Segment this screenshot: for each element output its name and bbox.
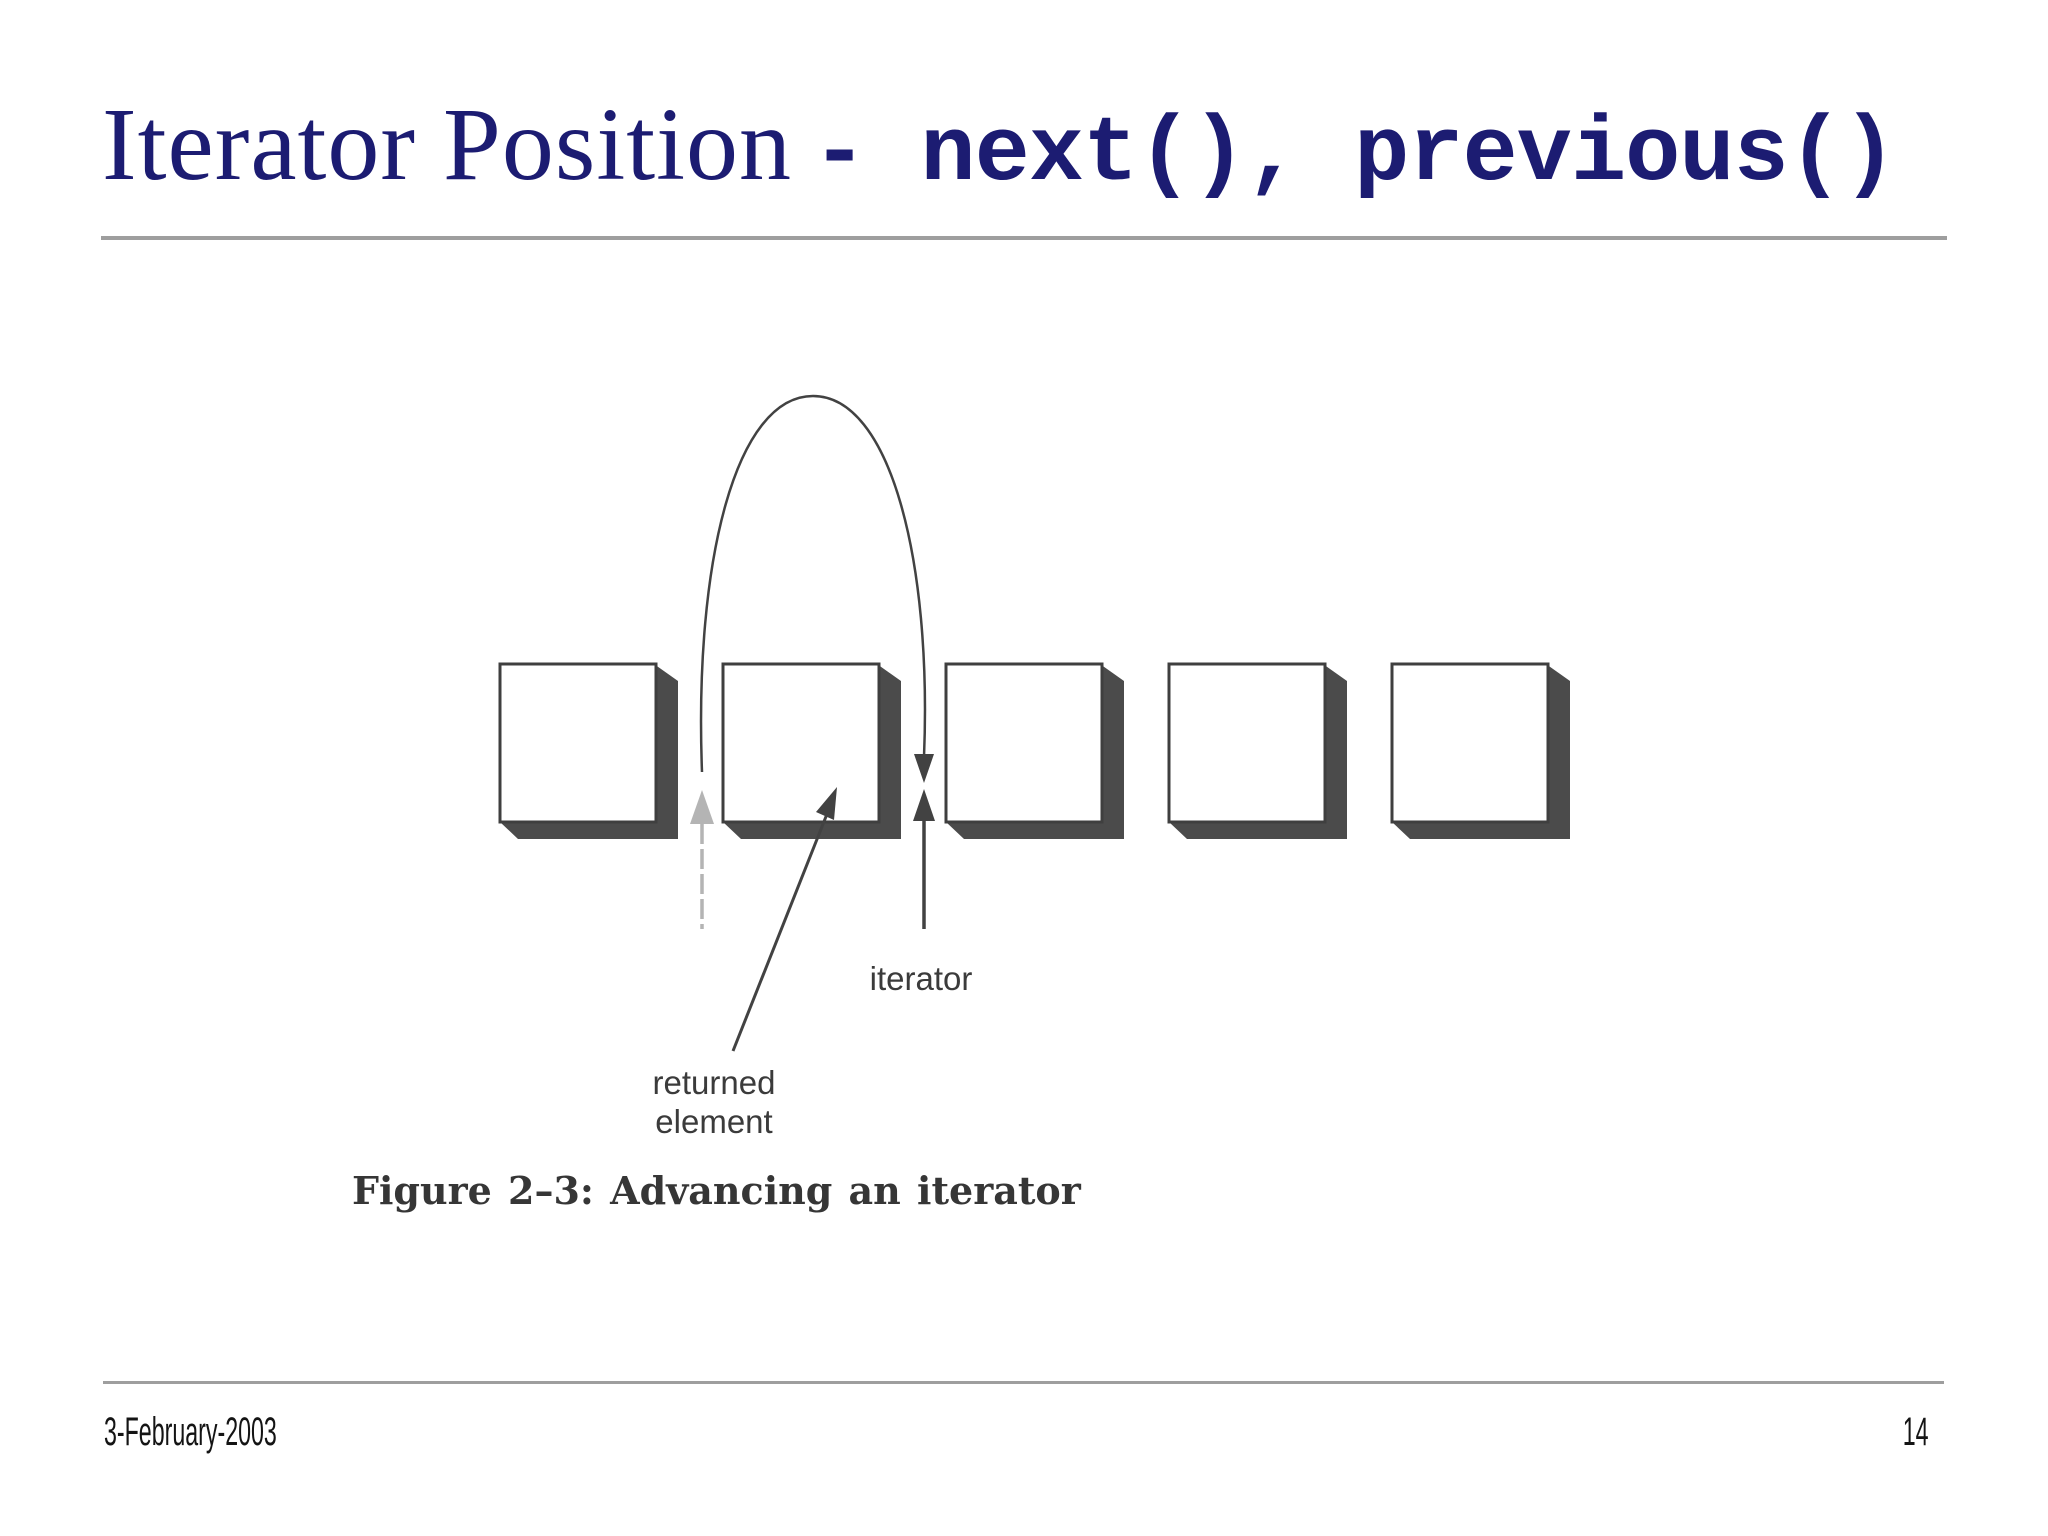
box-depth-shadow — [1392, 664, 1570, 839]
slide-title-mono-text: - next(), previous() — [812, 102, 1897, 207]
iterator-arrowhead — [913, 789, 935, 821]
box-face — [721, 662, 881, 824]
iterator-label: iterator — [870, 960, 973, 997]
element-box-2 — [721, 662, 901, 839]
slide-title-serif-text: Iterator Position — [102, 87, 793, 202]
box-face — [498, 662, 658, 824]
box-face — [944, 662, 1104, 824]
element-box-3 — [944, 662, 1124, 839]
box-depth-shadow — [500, 664, 678, 839]
box-face — [1390, 662, 1550, 824]
box-depth-shadow — [723, 664, 901, 839]
box-face — [1167, 662, 1327, 824]
element-box-5 — [1390, 662, 1570, 839]
returned-element-arrow — [731, 787, 837, 1052]
old-position-arrow — [690, 790, 714, 929]
box-depth-shadow — [946, 664, 1124, 839]
arc-down-arrowhead — [914, 754, 934, 783]
element-box-4 — [1167, 662, 1347, 839]
title-divider — [101, 236, 1947, 240]
element-box-1 — [498, 662, 678, 839]
returned-element-label-line1: returned — [653, 1064, 776, 1101]
old-position-arrowhead — [690, 790, 714, 824]
page-number: 14 — [1902, 1410, 1928, 1454]
footer-divider — [103, 1381, 1944, 1384]
footer-date: 3-February-2003 — [104, 1410, 277, 1454]
figure-caption: Figure 2–3: Advancing an iterator — [352, 1168, 1081, 1213]
iterator-figure: iterator returned element — [498, 394, 1570, 1140]
iterator-arrow — [913, 789, 935, 929]
box-depth-shadow — [1169, 664, 1347, 839]
slide-title: Iterator Position - next(), previous() — [102, 87, 1897, 207]
returned-element-arrowhead — [816, 787, 837, 820]
advance-arc — [699, 394, 927, 773]
returned-element-arrow-shaft — [731, 813, 829, 1052]
returned-element-label-line2: element — [655, 1103, 772, 1140]
